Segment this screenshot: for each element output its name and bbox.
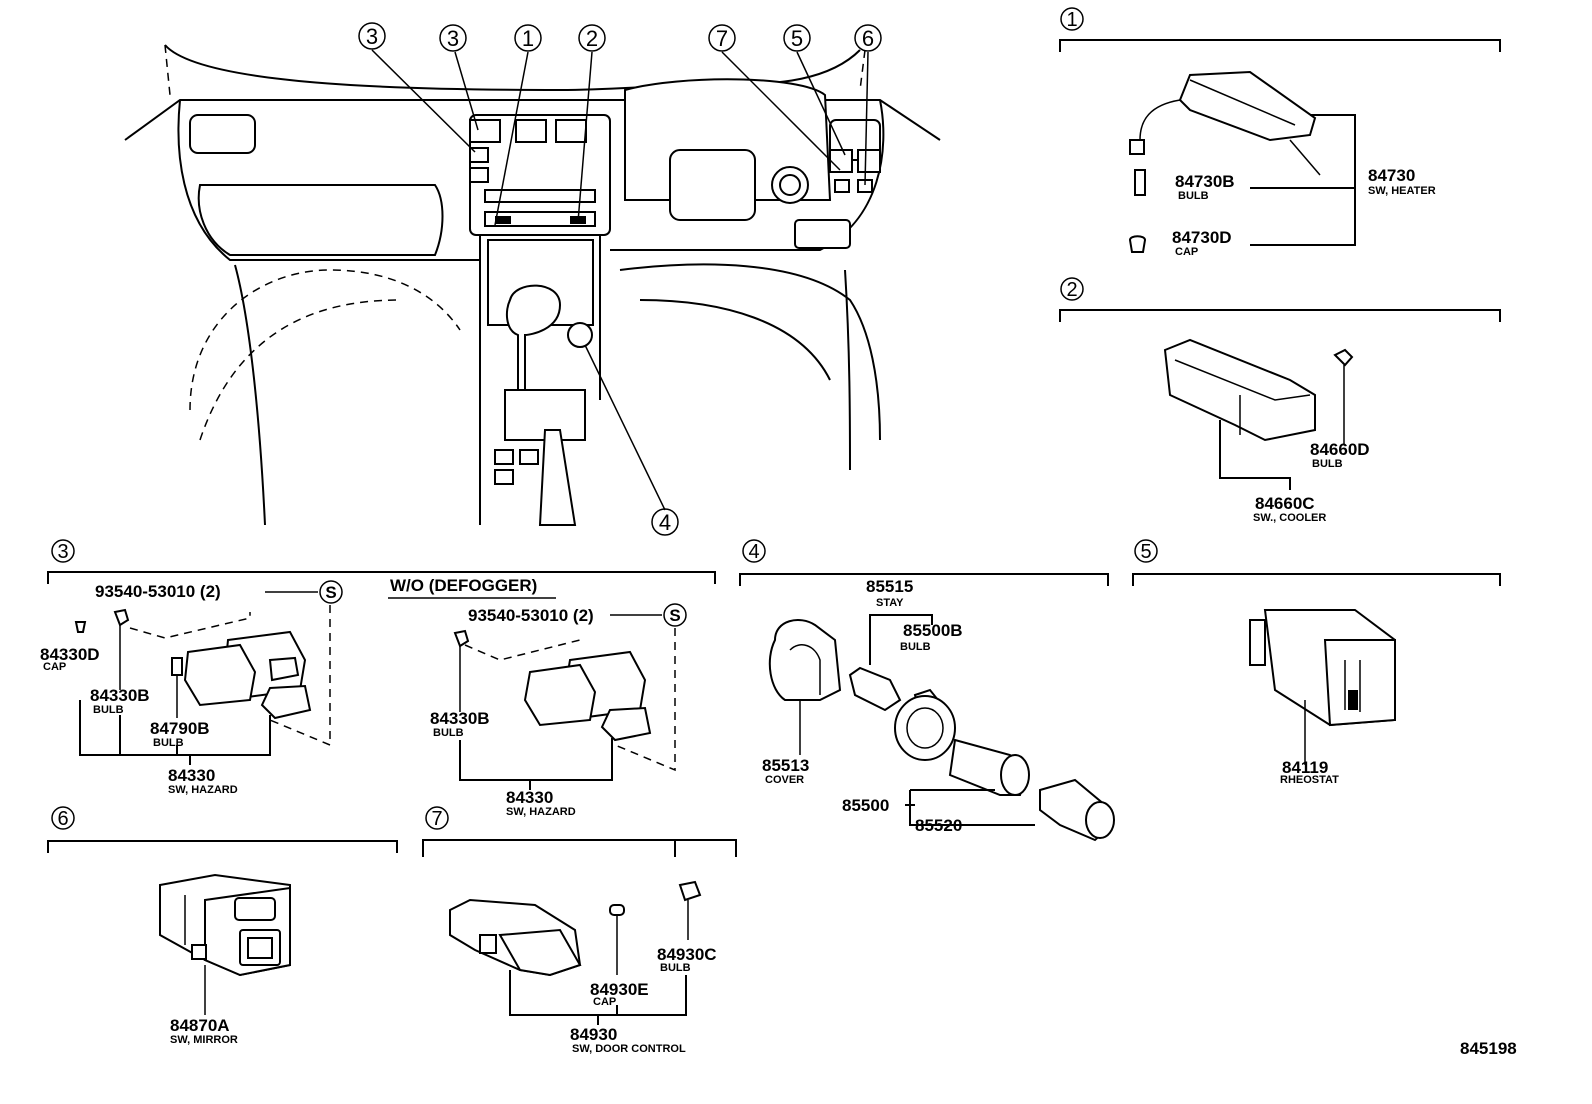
svg-text:3: 3	[447, 26, 459, 51]
svg-text:5: 5	[1140, 541, 1151, 563]
svg-text:84330: 84330	[506, 788, 553, 807]
svg-text:3: 3	[57, 541, 68, 563]
svg-text:84660C: 84660C	[1255, 494, 1315, 513]
callout-7: 7	[708, 24, 736, 52]
svg-text:BULB: BULB	[153, 737, 184, 749]
svg-text:84930: 84930	[570, 1025, 617, 1044]
svg-text:3: 3	[366, 24, 378, 49]
svg-text:CAP: CAP	[593, 996, 616, 1008]
svg-text:84870A: 84870A	[170, 1016, 230, 1035]
svg-text:5: 5	[791, 26, 803, 51]
svg-text:84730D: 84730D	[1172, 228, 1232, 247]
svg-text:84930E: 84930E	[590, 980, 649, 999]
svg-text:84330B: 84330B	[90, 686, 150, 705]
svg-text:85520: 85520	[915, 816, 962, 835]
svg-text:84730: 84730	[1368, 166, 1415, 185]
svg-text:84330D: 84330D	[40, 645, 100, 664]
section-7: 7 84930C BULB 84930E CAP 84930 SW, DOOR …	[422, 806, 737, 1055]
svg-text:84930C: 84930C	[657, 945, 717, 964]
svg-text:84790B: 84790B	[150, 719, 210, 738]
svg-text:SW, HAZARD: SW, HAZARD	[168, 784, 238, 796]
section-4: 4 85515 STAY 85500B BULB 85513 COVER 855…	[739, 539, 1115, 842]
svg-text:84660D: 84660D	[1310, 440, 1370, 459]
section-1: 1 84730 SW, HEATER 84730B BULB 84730D CA…	[1059, 7, 1501, 258]
callout-4: 4	[651, 508, 679, 536]
callout-1: 1	[514, 24, 542, 52]
svg-text:84730B: 84730B	[1175, 172, 1235, 191]
svg-text:CAP: CAP	[43, 661, 66, 673]
svg-text:4: 4	[659, 510, 671, 535]
svg-text:84119: 84119	[1282, 758, 1328, 777]
svg-text:BULB: BULB	[433, 727, 464, 739]
svg-text:7: 7	[431, 808, 442, 830]
svg-text:SW., COOLER: SW., COOLER	[1253, 512, 1326, 524]
callout-5: 5	[783, 24, 811, 52]
callout-6: 6	[854, 24, 882, 52]
svg-text:W/O (DEFOGGER): W/O (DEFOGGER)	[390, 576, 537, 595]
svg-text:85500B: 85500B	[903, 621, 963, 640]
svg-text:BULB: BULB	[1312, 458, 1343, 470]
svg-text:4: 4	[748, 541, 759, 563]
svg-text:SW, DOOR CONTROL: SW, DOOR CONTROL	[572, 1043, 686, 1055]
svg-text:93540-53010 (2): 93540-53010 (2)	[468, 606, 594, 625]
svg-text:85513: 85513	[762, 756, 809, 775]
svg-text:COVER: COVER	[765, 774, 804, 786]
svg-text:7: 7	[716, 26, 728, 51]
svg-text:RHEOSTAT: RHEOSTAT	[1280, 774, 1339, 786]
svg-text:STAY: STAY	[876, 597, 904, 609]
figure-id: 845198	[1460, 1039, 1517, 1058]
svg-text:84330: 84330	[168, 766, 215, 785]
callout-2: 2	[578, 24, 606, 52]
section-6: 6 84870A SW, MIRROR	[47, 806, 398, 1046]
svg-text:S: S	[325, 583, 336, 602]
svg-text:SW, HAZARD: SW, HAZARD	[506, 806, 576, 818]
svg-text:84330B: 84330B	[430, 709, 490, 728]
section-5: 5 84119 RHEOSTAT	[1132, 539, 1501, 786]
svg-text:6: 6	[862, 26, 874, 51]
svg-text:93540-53010 (2): 93540-53010 (2)	[95, 582, 221, 601]
svg-text:BULB: BULB	[660, 962, 691, 974]
svg-text:SW, MIRROR: SW, MIRROR	[170, 1034, 238, 1046]
svg-text:BULB: BULB	[93, 704, 124, 716]
svg-text:2: 2	[586, 26, 598, 51]
dashboard-overview: 3 3 1 2 7 5 6 4	[124, 22, 941, 536]
section-3: 3 93540-53010 (2) S 84330D CAP 84330B BU…	[40, 539, 716, 818]
svg-text:1: 1	[522, 26, 534, 51]
svg-text:6: 6	[57, 808, 68, 830]
callout-3b: 3	[439, 24, 467, 52]
svg-text:BULB: BULB	[1178, 190, 1209, 202]
svg-text:BULB: BULB	[900, 641, 931, 653]
svg-text:CAP: CAP	[1175, 246, 1198, 258]
svg-text:85500: 85500	[842, 796, 889, 815]
svg-text:S: S	[669, 606, 680, 625]
svg-text:SW, HEATER: SW, HEATER	[1368, 185, 1436, 197]
svg-text:1: 1	[1066, 9, 1077, 31]
callout-3a: 3	[358, 22, 386, 50]
section-2: 2 84660D BULB 84660C SW., COOLER	[1059, 277, 1501, 524]
svg-text:85515: 85515	[866, 577, 913, 596]
svg-text:2: 2	[1066, 279, 1077, 301]
